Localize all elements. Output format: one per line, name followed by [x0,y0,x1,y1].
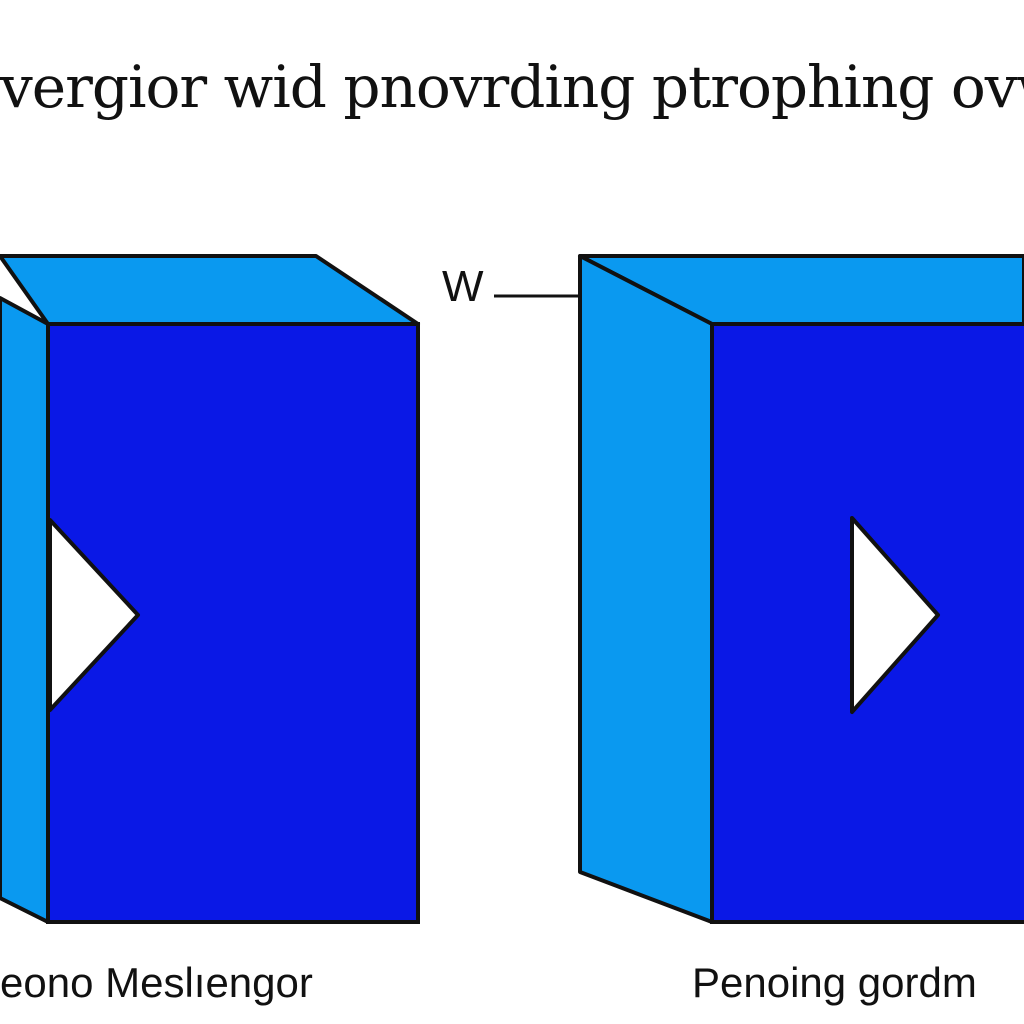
play-arrow-icon [850,516,940,714]
play-arrow-icon [48,518,140,712]
right-box [578,254,1024,924]
connector-label: W [442,262,484,311]
left-box-top-face [0,254,420,326]
left-box [0,254,420,924]
left-box-side-face [0,296,50,924]
right-box-caption: Penoing gordm [692,959,977,1006]
left-box-caption: eono Meslıengor [0,959,313,1006]
right-box-side-face [578,254,714,924]
diagram-title: vergior wid pnovrding ptrophing ovwe [0,54,1024,120]
